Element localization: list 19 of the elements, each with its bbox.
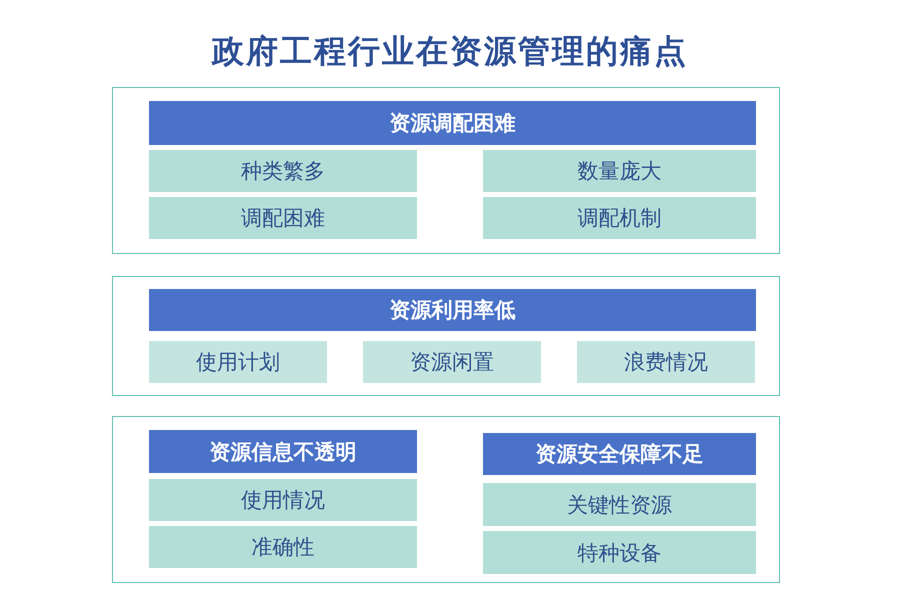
item-box: 使用计划 <box>149 341 327 383</box>
heading-bar: 资源安全保障不足 <box>483 433 756 475</box>
heading-bar: 资源调配困难 <box>149 101 756 145</box>
title: 政府工程行业在资源管理的痛点 <box>210 31 689 72</box>
item-box: 使用情况 <box>149 479 417 521</box>
item-box: 调配机制 <box>483 197 756 239</box>
item-box: 种类繁多 <box>149 150 417 192</box>
panel-box <box>112 416 780 583</box>
item-box: 浪费情况 <box>577 341 755 383</box>
heading-bar: 资源信息不透明 <box>149 430 417 473</box>
item-box: 资源闲置 <box>363 341 541 383</box>
item-box: 特种设备 <box>483 531 756 574</box>
item-box: 准确性 <box>149 526 417 568</box>
panel-box <box>112 87 780 254</box>
item-box: 关键性资源 <box>483 483 756 526</box>
panel-box <box>112 276 780 396</box>
item-box: 调配困难 <box>149 197 417 239</box>
item-box: 数量庞大 <box>483 150 756 192</box>
heading-bar: 资源利用率低 <box>149 289 756 331</box>
